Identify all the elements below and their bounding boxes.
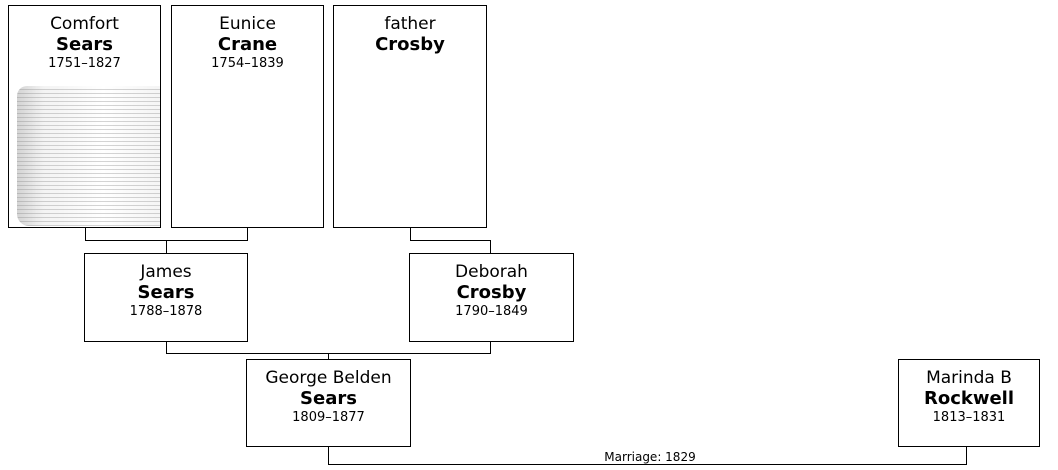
connector-line bbox=[85, 227, 86, 240]
connector-line bbox=[490, 240, 491, 254]
life-dates: 1790–1849 bbox=[455, 304, 528, 319]
connector-line bbox=[966, 446, 967, 465]
surname: Sears bbox=[56, 34, 113, 55]
connector-line bbox=[328, 353, 329, 359]
connector-line bbox=[410, 227, 411, 240]
surname: Sears bbox=[137, 282, 195, 303]
connector-line bbox=[490, 341, 491, 353]
life-dates: 1788–1878 bbox=[129, 304, 203, 319]
given-name: Eunice bbox=[219, 14, 276, 34]
person-box-marinda-rockwell[interactable]: Marinda B Rockwell 1813–1831 bbox=[898, 359, 1040, 447]
life-dates: 1754–1839 bbox=[211, 56, 284, 71]
surname: Crosby bbox=[456, 282, 527, 303]
person-box-george-sears[interactable]: George Belden Sears 1809–1877 bbox=[246, 359, 411, 447]
surname: Sears bbox=[300, 388, 357, 409]
connector-line bbox=[410, 240, 490, 241]
connector-line bbox=[166, 240, 167, 254]
life-dates: 1751–1827 bbox=[48, 56, 121, 71]
life-dates: 1813–1831 bbox=[932, 410, 1006, 425]
connector-line bbox=[328, 446, 329, 465]
given-name: Marinda B bbox=[926, 368, 1012, 388]
person-box-james-sears[interactable]: James Sears 1788–1878 bbox=[84, 253, 248, 342]
given-name: father bbox=[384, 14, 436, 34]
person-box-father-crosby[interactable]: father Crosby bbox=[333, 5, 487, 228]
given-name: Comfort bbox=[50, 14, 119, 34]
document-thumbnail bbox=[17, 86, 160, 226]
connector-line bbox=[247, 227, 248, 240]
marriage-label: Marriage: 1829 bbox=[560, 450, 740, 464]
person-box-comfort-sears[interactable]: Comfort Sears 1751–1827 bbox=[8, 5, 161, 228]
connector-line bbox=[328, 464, 966, 465]
given-name: Deborah bbox=[455, 262, 528, 282]
life-dates: 1809–1877 bbox=[292, 410, 365, 425]
surname: Rockwell bbox=[923, 388, 1015, 409]
surname: Crosby bbox=[375, 34, 445, 55]
person-box-eunice-crane[interactable]: Eunice Crane 1754–1839 bbox=[171, 5, 324, 228]
given-name: James bbox=[140, 262, 192, 282]
connector-line bbox=[166, 341, 167, 353]
given-name: George Belden bbox=[265, 368, 392, 388]
person-box-deborah-crosby[interactable]: Deborah Crosby 1790–1849 bbox=[409, 253, 574, 342]
surname: Crane bbox=[217, 34, 278, 55]
